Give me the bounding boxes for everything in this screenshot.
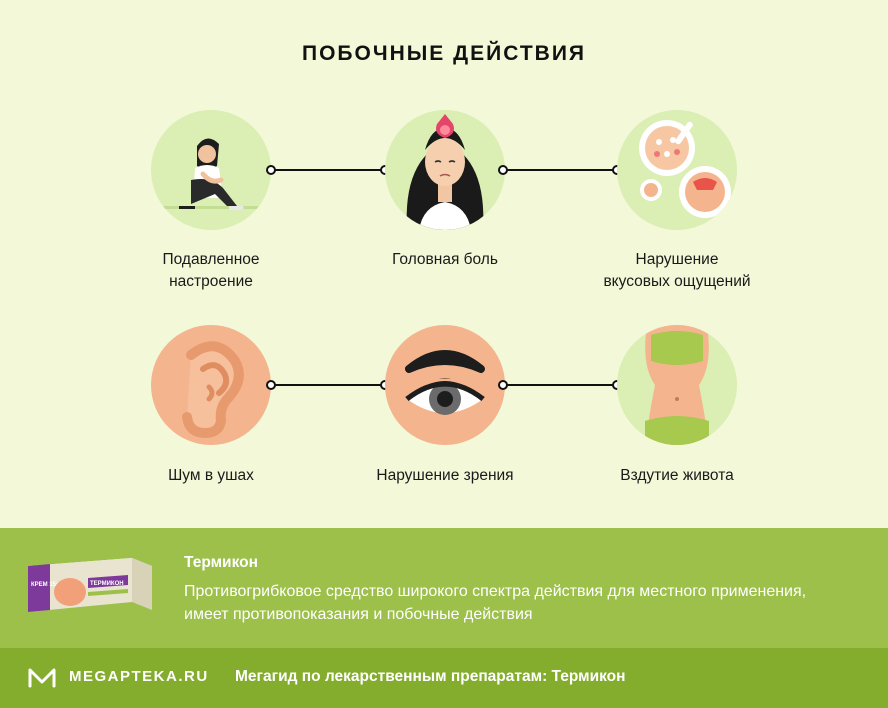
effect-text: Шум в ушах xyxy=(168,467,254,484)
ear-icon xyxy=(151,325,271,445)
box-brand: ТЕРМИКОН xyxy=(90,581,124,587)
belly-icon xyxy=(617,325,737,445)
effect-text: Нарушение зрения xyxy=(376,467,514,484)
page-title: ПОБОЧНЫЕ ДЕЙСТВИЯ xyxy=(301,42,587,65)
effect-text: Нарушение вкусовых ощущений xyxy=(603,251,751,290)
effect-label-headache: Головная боль xyxy=(335,249,555,271)
connector xyxy=(266,380,390,390)
effect-label-mood: Подавленное настроение xyxy=(101,249,321,293)
connector xyxy=(498,165,622,175)
product-name: Термикон xyxy=(184,554,258,571)
effect-label-taste: Нарушение вкусовых ощущений xyxy=(567,249,787,293)
sad-person-icon xyxy=(151,110,271,230)
effect-label-ear: Шум в ушах xyxy=(101,465,321,487)
effect-text: Вздутие живота xyxy=(620,467,734,484)
food-icon xyxy=(617,110,737,230)
product-box-image: КРЕМ 15г ТЕРМИКОН xyxy=(24,556,154,623)
box-text: КРЕМ 15г xyxy=(31,582,59,588)
effect-label-belly: Вздутие живота xyxy=(567,465,787,487)
megapteka-logo-icon xyxy=(28,666,56,693)
eye-icon xyxy=(385,325,505,445)
connector xyxy=(266,165,390,175)
footer-tagline: Мегагид по лекарственным препаратам: Тер… xyxy=(235,668,626,685)
brand-link[interactable]: MEGAPTEKA.RU xyxy=(69,668,209,685)
connector xyxy=(498,380,622,390)
infographic-area: ПОБОЧНЫЕ ДЕЙСТВИЯ xyxy=(101,42,787,487)
effect-text: Головная боль xyxy=(392,251,498,268)
effect-text: Подавленное настроение xyxy=(162,251,260,290)
product-band: КРЕМ 15г ТЕРМИКОН Термикон Противогрибко… xyxy=(0,528,888,648)
effect-label-vision: Нарушение зрения xyxy=(335,465,555,487)
footer: MEGAPTEKA.RU Мегагид по лекарственным пр… xyxy=(0,648,888,708)
product-description: Противогрибковое средство широкого спект… xyxy=(184,583,807,623)
headache-icon xyxy=(385,110,505,230)
